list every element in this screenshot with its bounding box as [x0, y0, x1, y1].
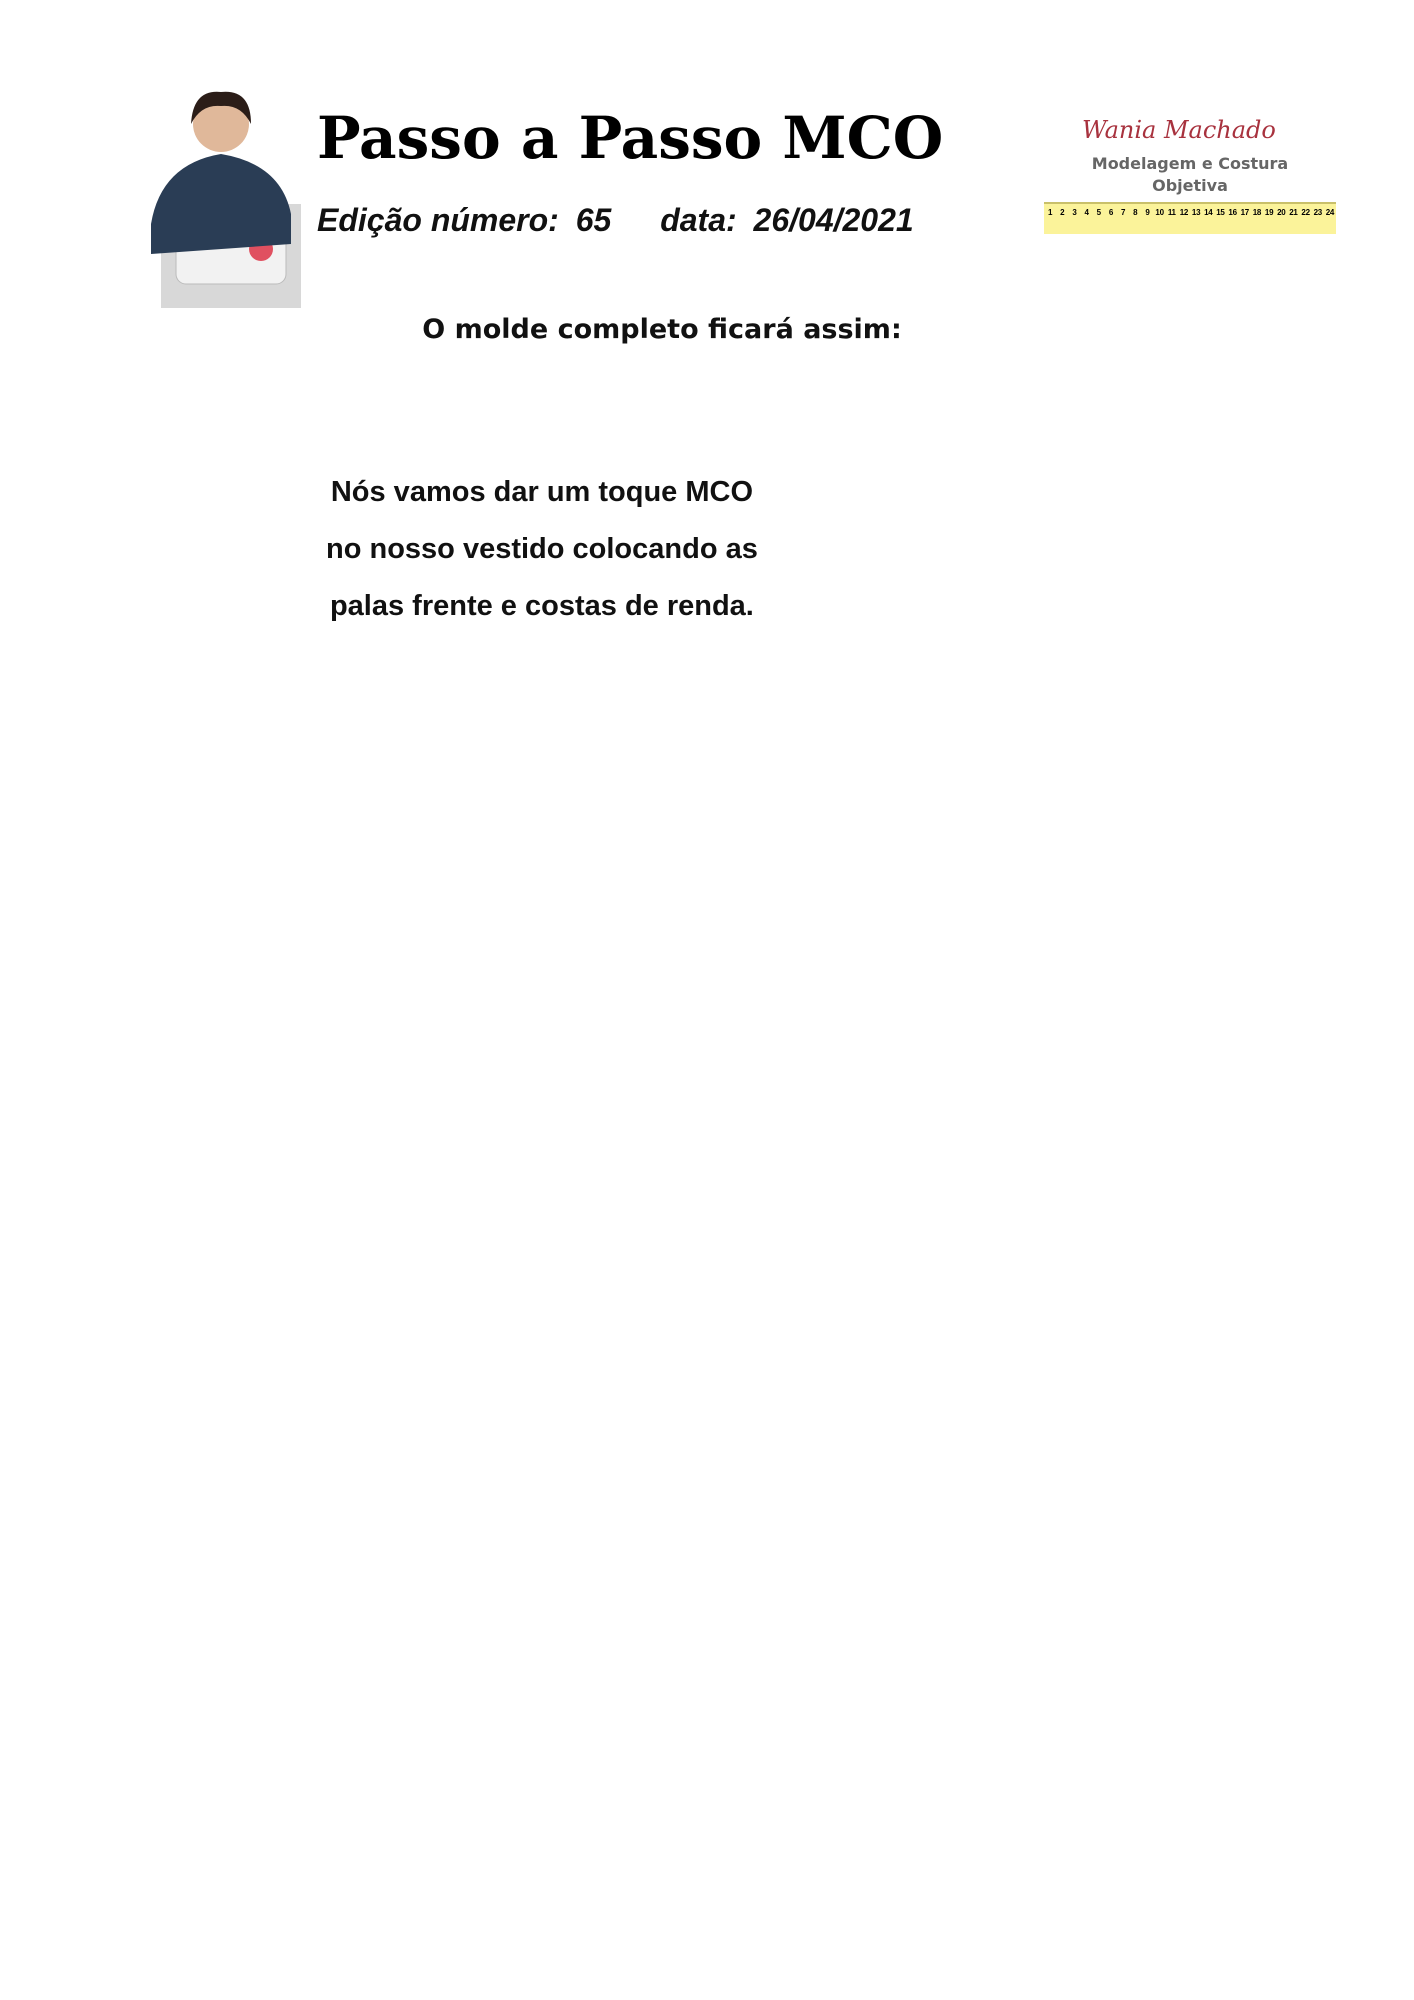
sleeve-front-label: frente: [860, 1351, 893, 1361]
logo-line2: Objetiva: [1152, 176, 1228, 195]
ruler-number: 2: [1060, 208, 1065, 217]
edition-number: 65: [575, 202, 612, 238]
ruler-number: 19: [1264, 208, 1274, 217]
sleeve-no-seam-label: SEM MARGEM DE COSTURA: [865, 1490, 878, 1629]
front-base-label: Base para Vestidos, Saias e Blusas: [225, 614, 271, 818]
ruler-number: 17: [1240, 208, 1250, 217]
front-hip-label: Linha de quadris: [145, 991, 222, 1000]
paragraph-line: no nosso vestido colocando as: [326, 533, 758, 565]
back-base-label: Base para Vestidos, Saias e Blusas: [897, 560, 908, 765]
date-label: data:: [660, 202, 737, 238]
ruler-number: 3: [1072, 208, 1077, 217]
back-yoke-label: C: [865, 453, 877, 477]
page-title: Passo a Passo MCO: [317, 104, 944, 172]
ruler-number: 7: [1121, 208, 1126, 217]
paragraph-line: Nós vamos dar um toque MCO: [330, 476, 754, 508]
paragraph-line: palas frente e costas de renda.: [329, 590, 754, 622]
ruler-number: 22: [1301, 208, 1310, 217]
back-yoke-piece: [824, 394, 979, 531]
ruler-number: 23: [1313, 208, 1323, 217]
date-value: 26/04/2021: [753, 202, 914, 238]
sleeve-label: manga: [776, 1590, 795, 1638]
edition-line: Edição número: 65 data: 26/04/2021: [317, 200, 922, 240]
author-photo: [141, 84, 302, 308]
ruler-number: 11: [1167, 208, 1176, 217]
ruler-number: 15: [1216, 208, 1225, 217]
front-waist-label: Linha de cintura: [145, 822, 222, 831]
back-skirt-piece: [820, 538, 1339, 1216]
sleeve-piece: [574, 1264, 985, 1844]
front-cut-line: [140, 592, 689, 1190]
front-label: Frente: [288, 868, 313, 921]
ruler-number: 13: [1191, 208, 1201, 217]
back-knit-label: (MALHARIA 10% DE ELASTICIDADE): [881, 560, 892, 741]
ruler-number: 5: [1096, 208, 1101, 217]
front-knit-label: (MALHARIA 10% DE ELASTICIDADE): [197, 612, 208, 793]
front-no-seam-label: SEM MARGEM DE COSTURA: [377, 1049, 410, 1175]
sleeve-back-label: Costas: [652, 1355, 685, 1365]
ruler-number: 8: [1133, 208, 1138, 217]
ruler-number: 14: [1204, 208, 1213, 217]
description-paragraph: Nós vamos dar um toque MCO no nosso vest…: [326, 464, 758, 635]
ruler-number: 6: [1108, 208, 1113, 217]
ruler-number: 1: [1048, 208, 1053, 217]
front-yoke-label: F: [178, 521, 191, 546]
ruler-number: 12: [1179, 208, 1189, 217]
logo-line1: Modelagem e Costura: [1091, 154, 1289, 173]
sleeve-knit-label: (MALHARIA 10% DE ELASTICIDADE): [715, 1500, 728, 1699]
intro-text: O molde completo ficará assim:: [422, 314, 902, 345]
ruler-number: 9: [1145, 208, 1150, 217]
front-yoke-piece: [140, 437, 300, 586]
back-hip-label: Linha de quadris: [828, 917, 905, 926]
brand-logo: Wania Machado Modelagem e Costura Objeti…: [1040, 112, 1340, 242]
back-label: Costa: [920, 795, 936, 837]
ruler-number: 4: [1084, 208, 1089, 217]
ruler-number: 24: [1325, 208, 1335, 217]
ruler-number: 21: [1289, 208, 1298, 217]
sleeve-base-label: Base para Vestidos, Saias e Blusas: [742, 1500, 756, 1746]
back-waist-label: Linha de cintura: [828, 764, 905, 773]
logo-name: Wania Machado: [1082, 116, 1276, 144]
back-no-seam-label: SEM MARGEM DE COSTURA: [975, 970, 986, 1096]
front-skirt-piece: [140, 592, 689, 1313]
ruler-number: 10: [1155, 208, 1164, 217]
ruler-number: 16: [1228, 208, 1237, 217]
ruler-number: 20: [1277, 208, 1286, 217]
edition-label: Edição número:: [317, 202, 559, 238]
ruler-number: 18: [1252, 208, 1262, 217]
